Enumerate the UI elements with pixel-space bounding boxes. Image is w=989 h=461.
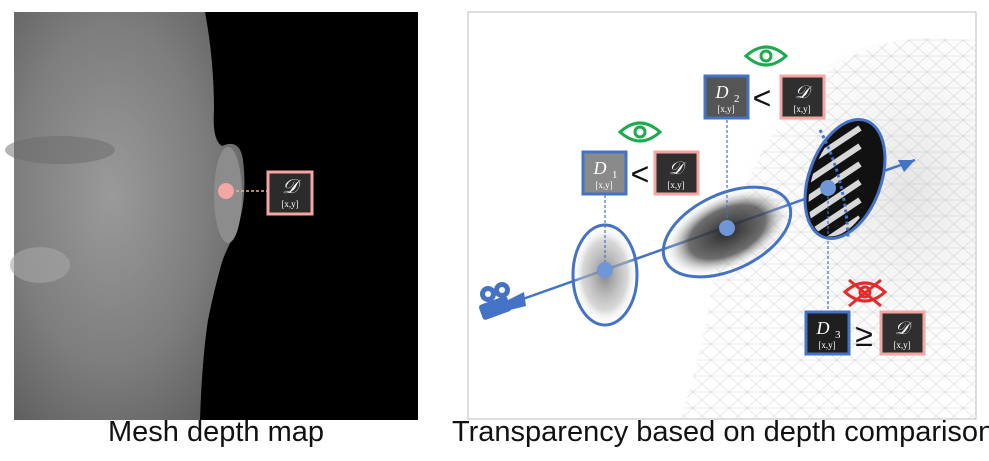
probe-point — [218, 183, 234, 199]
depth-symbol: 𝒟 — [282, 176, 302, 198]
eye-crossed-icon — [842, 278, 888, 308]
lhs-sub-2: 2 — [734, 93, 740, 105]
lhs-symbol-2: D — [715, 82, 729, 102]
lhs-index-1: [x,y] — [595, 180, 612, 190]
rhs-index-3: [x,y] — [893, 340, 910, 350]
depth-index: [x,y] — [281, 199, 298, 209]
eye-icon — [617, 121, 663, 143]
eye-region — [5, 136, 115, 164]
operator-3: ≥ — [855, 317, 873, 353]
lhs-symbol-3: D — [816, 318, 830, 338]
rhs-symbol-3: 𝒟 — [895, 318, 913, 338]
comparison-3: D 3 [x,y] ≥ 𝒟 [x,y] — [804, 278, 926, 356]
gaussian-ellipse-1 — [571, 195, 639, 327]
lhs-sub-1: 1 — [612, 169, 618, 181]
comparison-1: D 1 [x,y] < 𝒟 [x,y] — [581, 121, 700, 196]
lhs-box-1 — [581, 150, 628, 196]
eye-icon — [743, 45, 789, 67]
operator-2: < — [753, 80, 772, 116]
rhs-box-2 — [779, 74, 826, 120]
camera-icon — [479, 282, 526, 320]
rhs-box-3 — [879, 310, 926, 356]
rhs-symbol-2: 𝒟 — [795, 82, 813, 102]
ray-arrowhead — [898, 160, 915, 172]
lhs-index-2: [x,y] — [717, 104, 734, 114]
rhs-box-1 — [653, 150, 700, 196]
caption-right: Transparency based on depth comparison — [452, 416, 989, 448]
lhs-sub-3: 3 — [835, 329, 841, 341]
lhs-box-3 — [804, 310, 851, 356]
depth-label-box: 𝒟 [x,y] — [266, 170, 314, 216]
nose-highlight — [10, 247, 70, 283]
gaussian-ellipse-3 — [798, 111, 887, 310]
gaussian-ellipse-2 — [661, 120, 793, 279]
lhs-box-2 — [703, 74, 750, 120]
face-depth-silhouette — [14, 12, 245, 420]
left-panel: 𝒟 [x,y] — [5, 12, 418, 420]
right-panel: D 1 [x,y] < 𝒟 [x,y] D 2 [x,y] < 𝒟 [x,y] — [467, 11, 977, 420]
lhs-symbol-1: D — [593, 158, 607, 178]
caption-left: Mesh depth map — [107, 416, 324, 448]
lhs-index-3: [x,y] — [818, 340, 835, 350]
rhs-index-2: [x,y] — [793, 104, 810, 114]
comparison-2: D 2 [x,y] < 𝒟 [x,y] — [703, 45, 826, 120]
rhs-symbol-1: 𝒟 — [669, 158, 687, 178]
rhs-index-1: [x,y] — [667, 180, 684, 190]
operator-1: < — [631, 156, 650, 192]
